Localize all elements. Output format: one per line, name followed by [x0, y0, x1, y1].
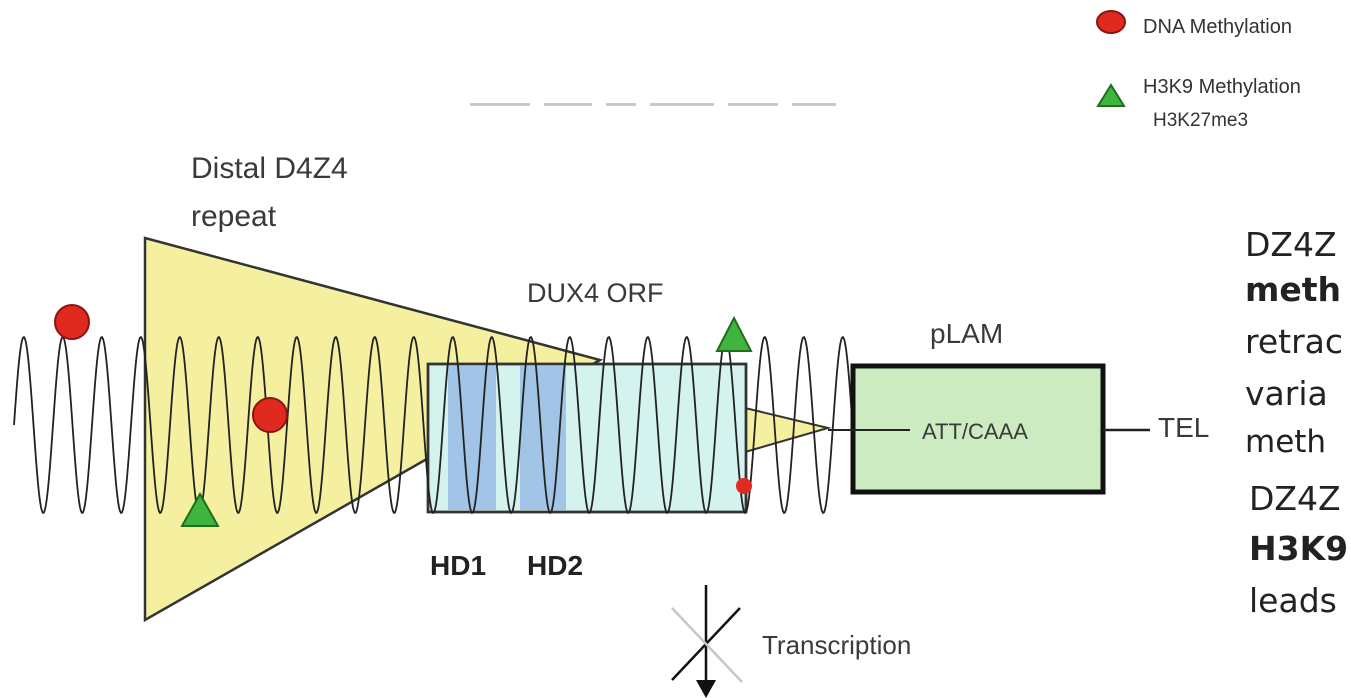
transcription-arrow-head — [696, 680, 716, 698]
legend-dna-methylation-icon — [1096, 10, 1126, 34]
legend-dna-methylation-label: DNA Methylation — [1143, 16, 1292, 38]
dux4-orf-outline — [426, 362, 748, 514]
side-text-line5: meth — [1245, 424, 1327, 460]
distal-repeat-wedge — [143, 236, 604, 623]
hd2-label: HD2 — [527, 550, 584, 581]
att-caaa-label: ATT/CAAA — [922, 419, 1028, 444]
tel-label: TEL — [1158, 412, 1210, 443]
side-text-line1: DZ4Z — [1245, 225, 1337, 264]
side-text-line4: varia — [1245, 374, 1328, 413]
side-text-line2: meth — [1245, 270, 1342, 309]
distal-repeat-label-line2: repeat — [191, 200, 277, 233]
h3k9-methylation-triangle — [180, 491, 220, 527]
legend-h3k27-label: H3K27me3 — [1153, 110, 1249, 131]
legend-h3k9-methylation-label: H3K9 Methylation — [1143, 76, 1301, 98]
transcription-label: Transcription — [762, 630, 912, 660]
side-text-line3: retrac — [1245, 322, 1344, 361]
side-text-line8: leads — [1249, 581, 1337, 620]
side-text-line6: DZ4Z — [1249, 479, 1341, 518]
dux4-orf-label: DUX4 ORF — [527, 278, 664, 308]
plam-label: pLAM — [930, 318, 1004, 349]
dna-methylation-dot-partial — [736, 478, 752, 494]
hd1-label: HD1 — [430, 550, 487, 581]
faded-scribble — [470, 96, 870, 106]
dna-helix-wave — [13, 335, 853, 515]
h3k9-methylation-triangle — [715, 315, 753, 352]
dna-methylation-dot — [54, 304, 90, 340]
legend-h3k9-methylation-icon — [1096, 83, 1126, 107]
side-text-line7: H3K9 — [1249, 529, 1349, 568]
transcription-cross-line-grey — [671, 607, 743, 683]
hd1-box — [448, 366, 496, 510]
dna-methylation-dot — [252, 397, 288, 433]
distal-repeat-label-line1: Distal D4Z4 — [191, 152, 348, 185]
